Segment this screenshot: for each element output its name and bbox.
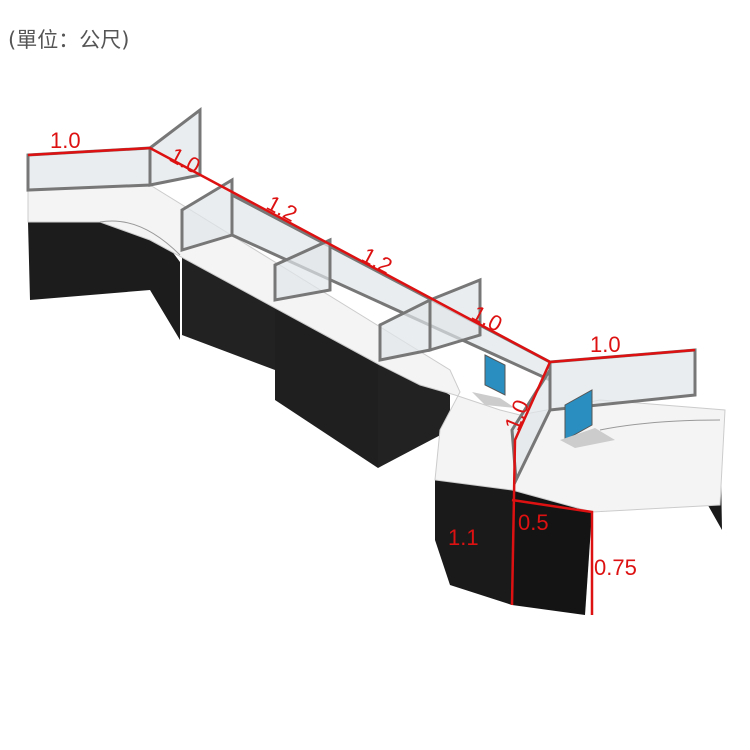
dimension-label: 1.1	[448, 525, 479, 550]
desk-tops	[27, 184, 726, 513]
unit-note: (單位：公尺)	[8, 28, 130, 52]
dimension-label: 0.75	[594, 555, 637, 580]
dimension-label: 1.0	[590, 332, 621, 357]
dimension-label: 0.5	[518, 510, 549, 535]
dimension-label: 1.0	[50, 128, 81, 153]
laptop-icon	[560, 389, 615, 448]
laptop-icon	[472, 354, 515, 408]
partitions	[26, 106, 697, 486]
dimension-lines	[27, 146, 696, 615]
